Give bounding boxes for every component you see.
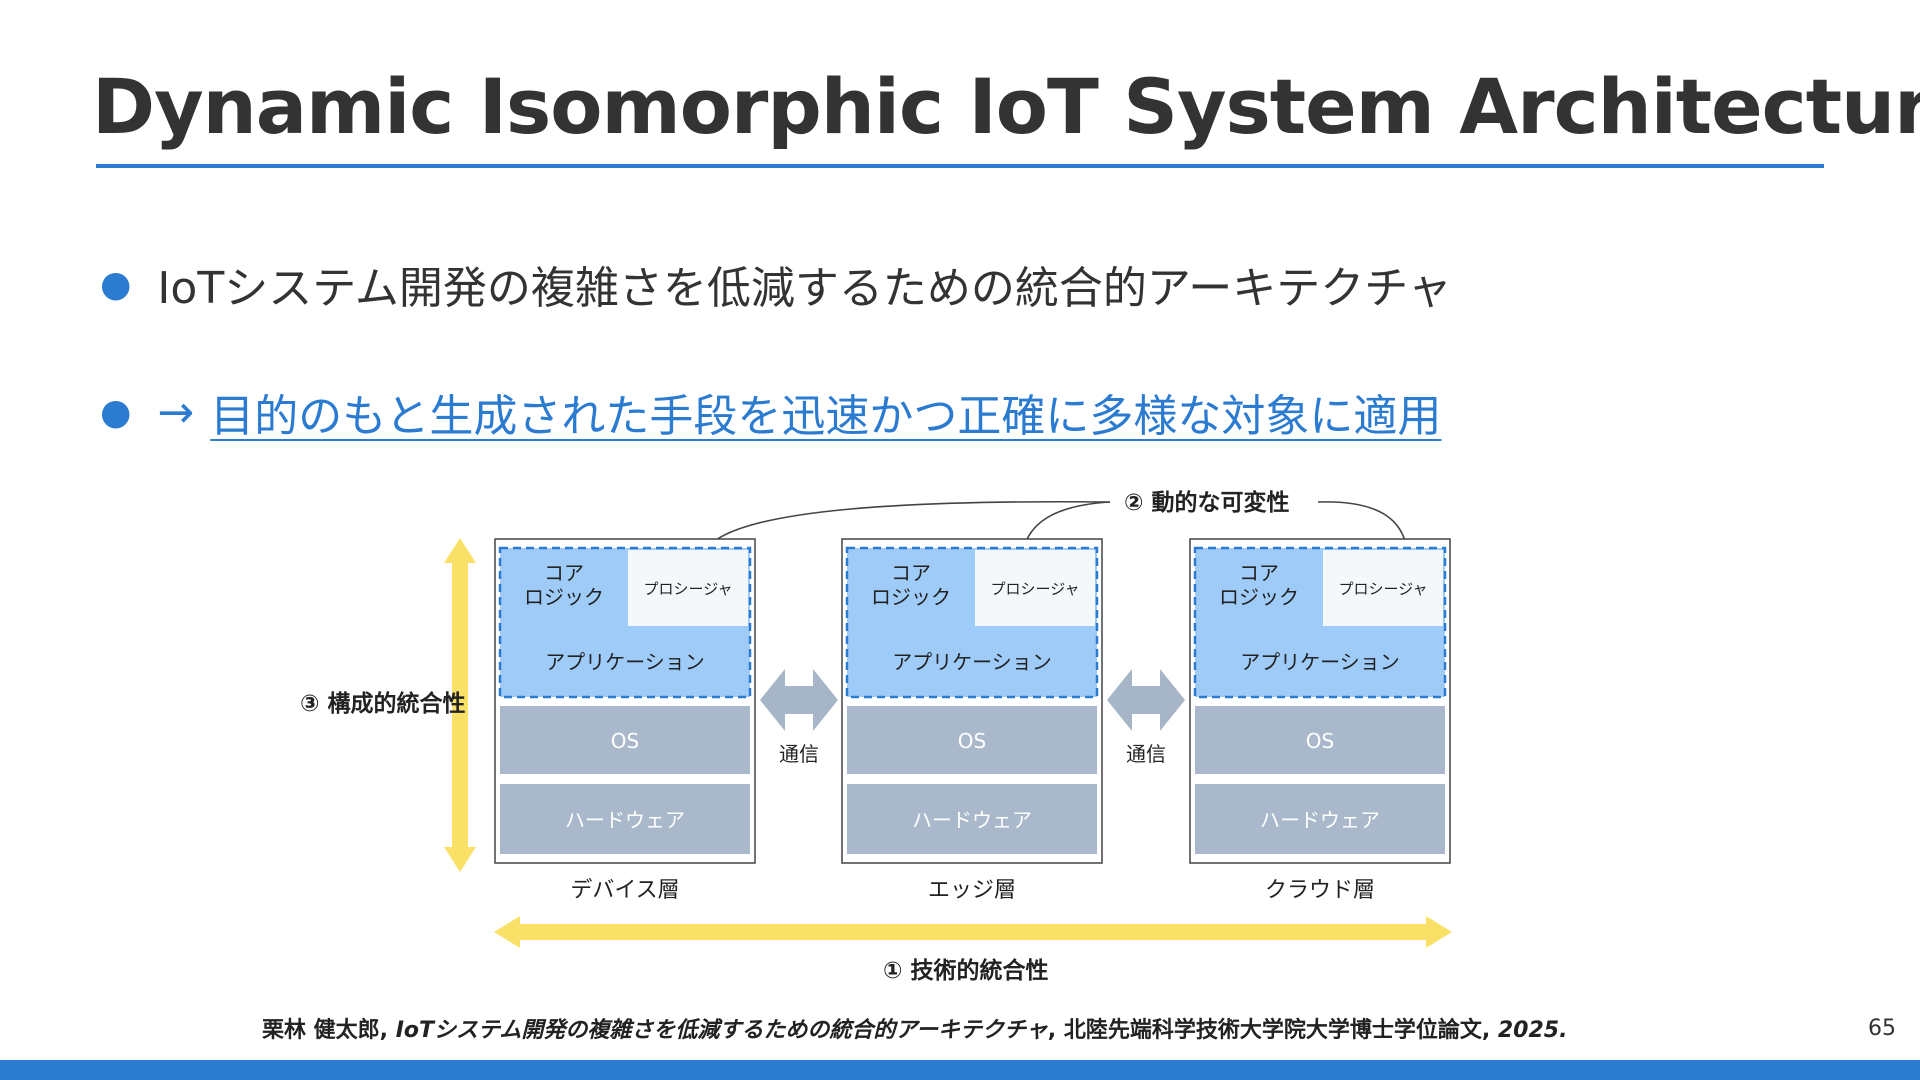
bottom-accent-bar <box>0 1060 1920 1080</box>
communication-arrow-2 <box>1107 669 1185 731</box>
communication-arrow-1 <box>760 669 838 731</box>
core-logic-label-1: コア <box>544 561 584 585</box>
os-label-3: OS <box>1306 729 1334 753</box>
os-label-2: OS <box>958 729 986 753</box>
core-logic-label-2b: ロジック <box>871 585 951 609</box>
hardware-label-3: ハードウェア <box>1260 808 1380 832</box>
application-label-3: アプリケーション <box>1240 650 1400 674</box>
layer-edge: コア ロジック プロシージャ アプリケーション OS ハードウェア エッジ層 <box>841 538 1103 903</box>
bullet-2-link[interactable]: 目的のもと生成された手段を迅速かつ正確に多様な対象に適用 <box>210 391 1442 442</box>
core-logic-label-1b: ロジック <box>524 585 604 609</box>
communication-label-1: 通信 <box>779 742 819 766</box>
hardware-label-1: ハードウェア <box>565 808 685 832</box>
citation-title: IoTシステム開発の複雑さを低減するための統合的アーキテクチャ <box>395 1018 1048 1043</box>
citation-year: 2025. <box>1497 1018 1568 1043</box>
citation-author: 栗林 健太郎, <box>262 1018 396 1043</box>
bullet-2: ● → 目的のもと生成された手段を迅速かつ正確に多様な対象に適用 <box>100 380 1441 444</box>
page-number: 65 <box>1868 1016 1896 1041</box>
hardware-label-2: ハードウェア <box>912 808 1032 832</box>
layer-device: コア ロジック プロシージャ アプリケーション OS ハードウェア デバイス層 <box>494 538 756 903</box>
layer-name-2: エッジ層 <box>928 878 1016 903</box>
right-arrow-icon: → <box>157 386 195 438</box>
citation: 栗林 健太郎, IoTシステム開発の複雑さを低減するための統合的アーキテクチャ,… <box>262 1012 1567 1044</box>
procedure-label-3: プロシージャ <box>1339 580 1428 598</box>
title-underline <box>96 164 1824 168</box>
core-logic-label-3: コア <box>1239 561 1279 585</box>
citation-rest: , 北陸先端科学技術大学院大学博士学位論文, <box>1047 1018 1498 1043</box>
slide-title: Dynamic Isomorphic IoT System Architectu… <box>92 62 1920 151</box>
core-logic-label-3b: ロジック <box>1219 585 1299 609</box>
application-label-1: アプリケーション <box>545 650 705 674</box>
procedure-label-2: プロシージャ <box>991 580 1080 598</box>
procedure-label-1: プロシージャ <box>644 580 733 598</box>
dynamic-variability-label: ② 動的な可変性 <box>1124 489 1289 516</box>
core-logic-label-2: コア <box>891 561 931 585</box>
bullet-dot-icon: ● <box>100 391 132 433</box>
layer-name-3: クラウド層 <box>1265 878 1375 903</box>
layer-cloud: コア ロジック プロシージャ アプリケーション OS ハードウェア クラウド層 <box>1189 538 1451 903</box>
structural-integration-arrow <box>444 538 476 872</box>
layer-name-1: デバイス層 <box>570 878 679 903</box>
structural-integration-label: ③ 構成的統合性 <box>300 690 465 717</box>
application-label-2: アプリケーション <box>892 650 1052 674</box>
bullet-1: ● IoTシステム開発の複雑さを低減するための統合的アーキテクチャ <box>100 252 1452 316</box>
technical-integration-arrow <box>494 916 1452 948</box>
bullet-dot-icon: ● <box>100 263 132 305</box>
communication-label-2: 通信 <box>1126 742 1166 766</box>
technical-integration-label: ① 技術的統合性 <box>883 957 1048 984</box>
os-label-1: OS <box>611 729 639 753</box>
bullet-1-text: IoTシステム開発の複雑さを低減するための統合的アーキテクチャ <box>157 263 1452 314</box>
